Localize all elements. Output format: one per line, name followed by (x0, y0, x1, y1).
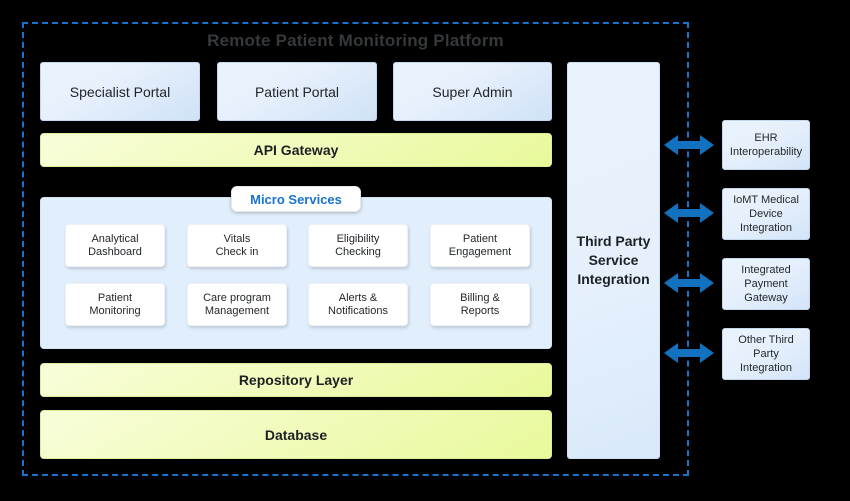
portal-box-specialist[interactable]: Specialist Portal (40, 62, 200, 121)
repository-layer-box[interactable]: Repository Layer (40, 363, 552, 397)
micro-services-title-pill: Micro Services (231, 186, 361, 212)
double-arrow-icon (664, 340, 714, 366)
double-arrow-icon (664, 200, 714, 226)
double-arrow-icon (664, 270, 714, 296)
double-arrow-icon (664, 132, 714, 158)
micro-service-billing-reports[interactable]: Billing &Reports (430, 283, 530, 326)
portal-box-super-admin[interactable]: Super Admin (393, 62, 552, 121)
database-box[interactable]: Database (40, 410, 552, 459)
micro-service-alerts-notifications[interactable]: Alerts &Notifications (308, 283, 408, 326)
portal-box-patient[interactable]: Patient Portal (217, 62, 377, 121)
page-title: Remote Patient Monitoring Platform (207, 31, 504, 50)
micro-services-panel (40, 197, 552, 349)
api-gateway-box[interactable]: API Gateway (40, 133, 552, 167)
